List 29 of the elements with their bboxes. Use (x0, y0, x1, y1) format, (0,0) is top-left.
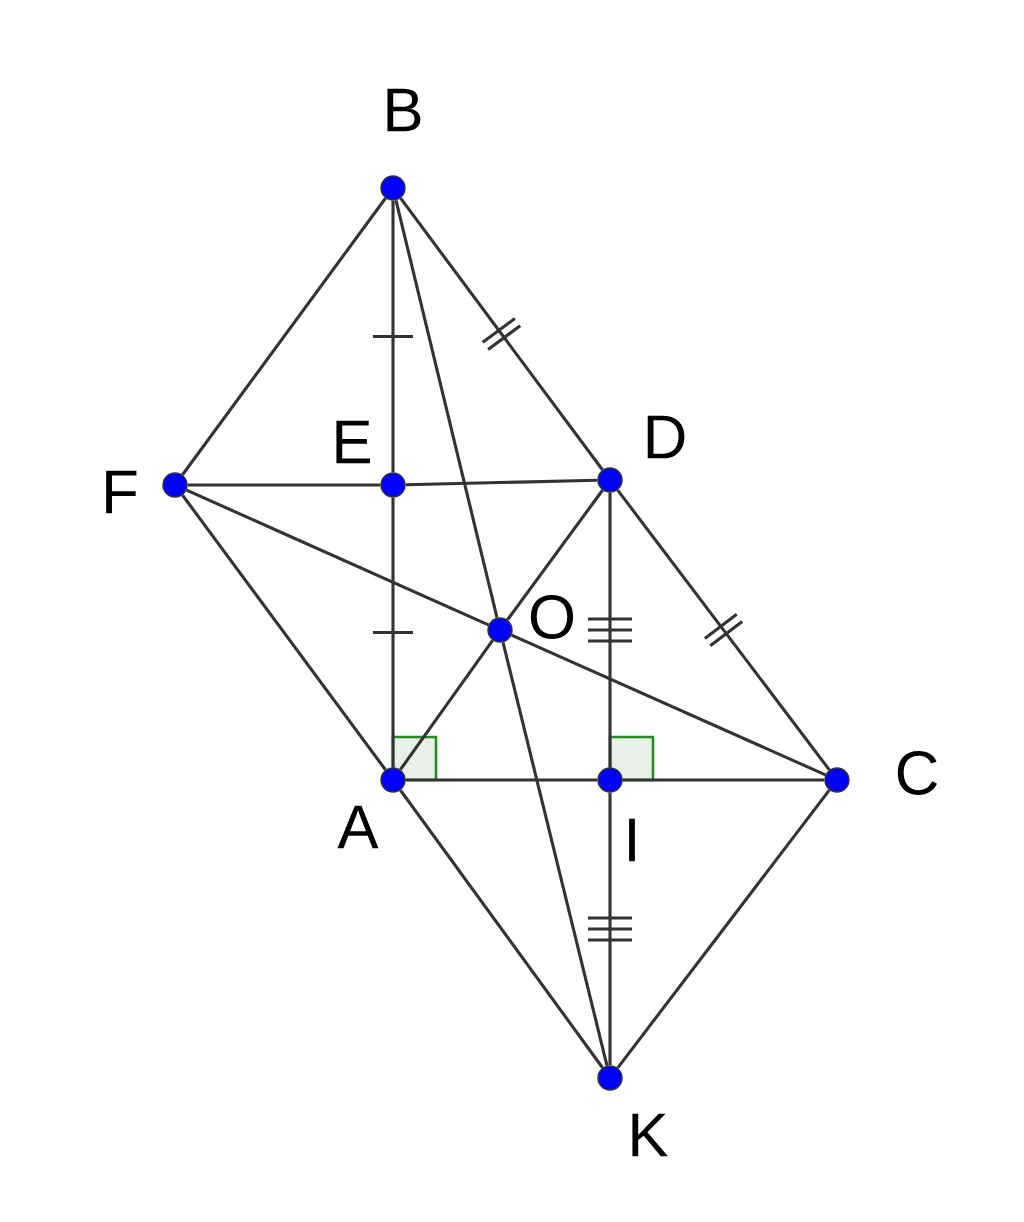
line-segment (391, 497, 395, 768)
point-label: C (897, 751, 937, 795)
point-label: I (629, 818, 635, 862)
line-segment (616, 489, 831, 771)
line-segment (187, 483, 381, 487)
point-label: O (530, 595, 574, 639)
line-segment (511, 633, 826, 777)
line-segment (405, 778, 598, 782)
line-segment (181, 494, 387, 771)
line-segment (405, 478, 598, 487)
line-segment (399, 197, 604, 471)
line-segment (185, 488, 490, 627)
line-segment (399, 639, 494, 771)
point-label: F (106, 470, 137, 514)
line-segment (506, 489, 604, 621)
line-segment (608, 492, 612, 768)
line-segment (622, 778, 825, 782)
point-label: B (387, 88, 421, 132)
line-segment (394, 199, 499, 618)
line-segment (608, 792, 612, 1066)
line-segment (616, 789, 831, 1069)
point-label: A (337, 805, 379, 849)
point-label: D (647, 415, 685, 459)
line-segment (501, 641, 609, 1066)
point-label: K (632, 1113, 668, 1157)
line-segment (181, 197, 387, 476)
line-segment (391, 200, 395, 473)
line-segment (399, 789, 604, 1069)
point-label: E (336, 420, 370, 464)
